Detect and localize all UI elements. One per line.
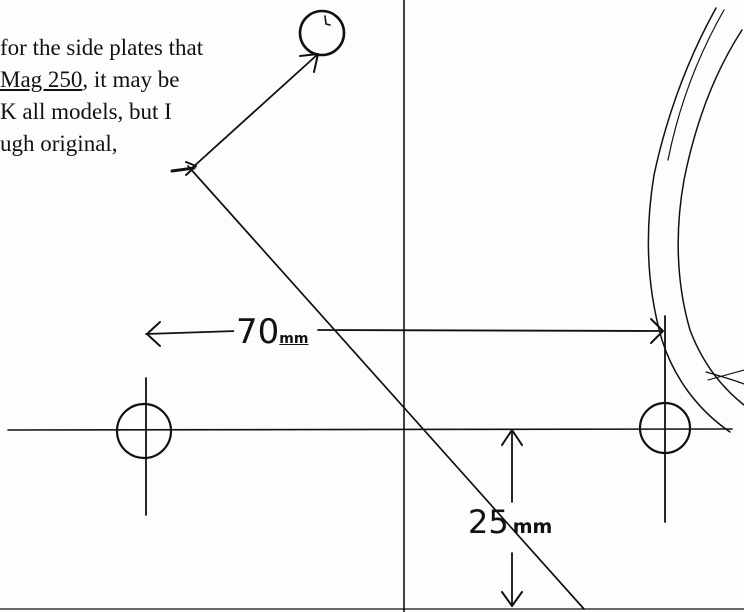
dimension-25-unit: mm bbox=[512, 516, 553, 538]
dimension-70mm bbox=[145, 318, 664, 347]
dimension-25mm bbox=[501, 429, 523, 607]
dimension-70-label: 70mm bbox=[234, 312, 311, 352]
diagonal-line bbox=[187, 165, 585, 610]
dimension-70-unit: mm bbox=[279, 331, 309, 347]
text-line-4: ugh original, bbox=[0, 131, 118, 156]
dimension-25-value: 25 bbox=[468, 503, 509, 541]
text-line-1: for the side plates that bbox=[0, 35, 204, 60]
text-line-3: K all models, but I bbox=[0, 99, 172, 124]
reference-circle bbox=[298, 9, 346, 57]
outline-arcs bbox=[647, 7, 744, 433]
left-hole bbox=[115, 377, 173, 516]
leader-arrow bbox=[170, 53, 319, 176]
text-line-2-rest: , it may be bbox=[82, 67, 180, 92]
dimension-70-value: 70 bbox=[236, 312, 280, 352]
text-line-2: Mag 250, it may be bbox=[0, 67, 180, 93]
horizontal-center-line bbox=[7, 428, 733, 431]
model-reference: Mag 250 bbox=[0, 67, 83, 92]
